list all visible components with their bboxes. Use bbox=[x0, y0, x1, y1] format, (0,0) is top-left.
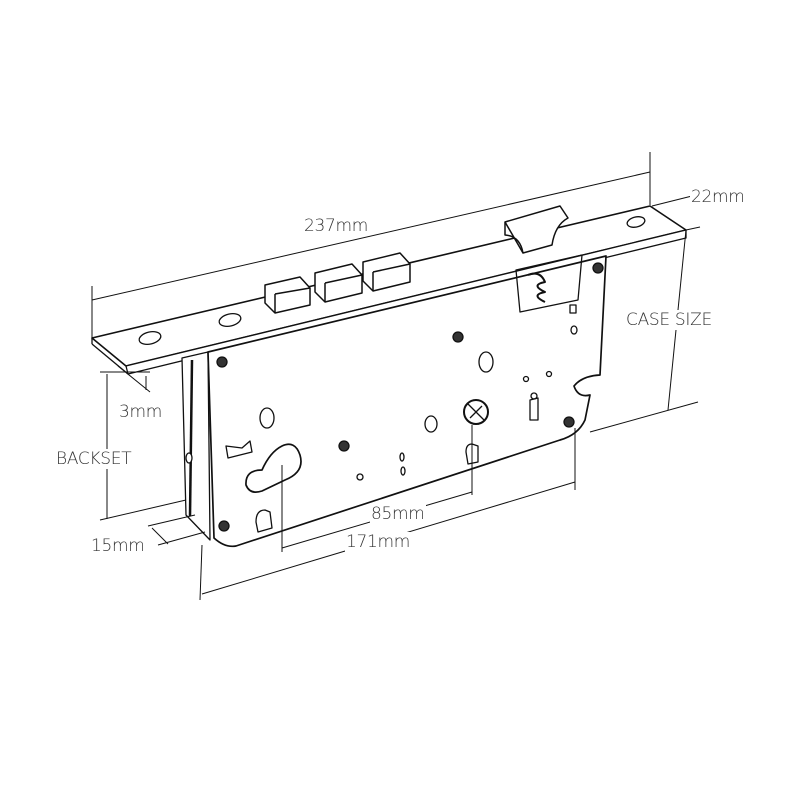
dim-237 bbox=[91, 171, 651, 301]
case-body bbox=[207, 254, 607, 548]
deadbolts bbox=[264, 252, 411, 314]
screw-hole-mid bbox=[218, 313, 242, 327]
dim-label-thickness: 3mm bbox=[118, 402, 164, 422]
dim-label-faceplate-width: 22mm bbox=[690, 187, 746, 207]
screw-hole-right bbox=[626, 216, 646, 228]
dim-label-center-distance: 85mm bbox=[370, 504, 426, 524]
screw-hole-left bbox=[138, 331, 162, 345]
cylinder-hole bbox=[245, 443, 302, 493]
case-side bbox=[181, 351, 211, 541]
dim-label-case-size: CASE SIZE bbox=[625, 310, 713, 330]
dim-label-backset: BACKSET bbox=[55, 449, 133, 469]
dim-15 bbox=[151, 527, 169, 545]
latch-bolt bbox=[504, 205, 569, 254]
dim-label-length: 237mm bbox=[303, 216, 370, 236]
rivets bbox=[216, 262, 604, 532]
dim-label-offset: 15mm bbox=[90, 536, 146, 556]
spindle-hole bbox=[463, 399, 489, 425]
dim-label-case-length: 171mm bbox=[345, 532, 412, 552]
